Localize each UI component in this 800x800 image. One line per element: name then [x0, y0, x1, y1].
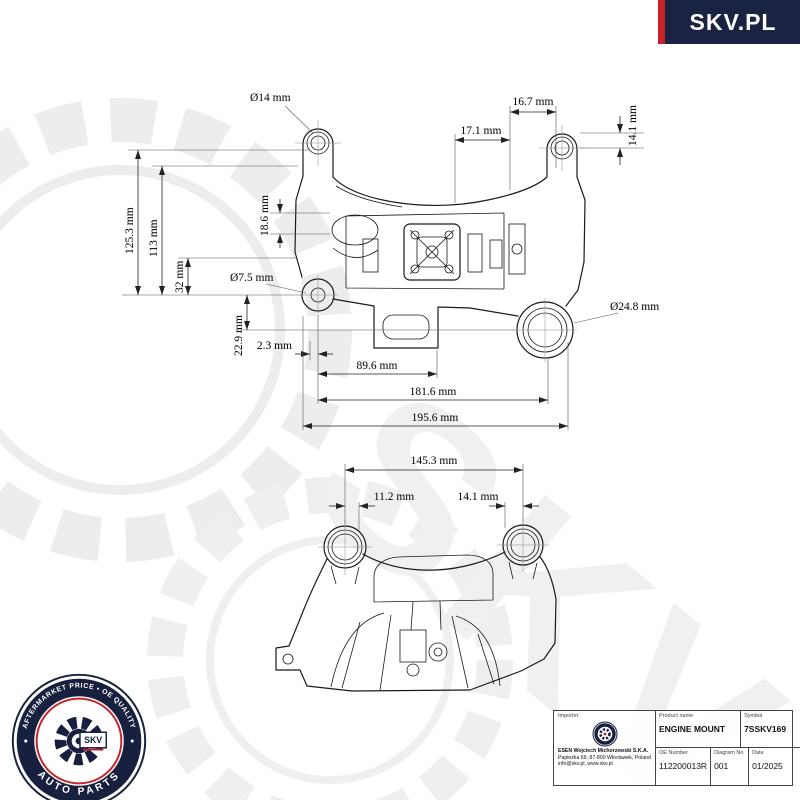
oe-number-value: 112200013R [659, 761, 708, 771]
dim-label-11-2: 11.2 mm [374, 491, 415, 503]
brand-logo-text: SKV.PL [689, 8, 777, 35]
dim-label-89-6: 89.6 mm [357, 360, 398, 372]
front-view: Ø14 mm 16.7 mm 14.1 mm 17.1 mm [122, 92, 659, 430]
date-cell: Date 01/2025 [748, 748, 800, 785]
dim-label-125-3: 125.3 mm [124, 207, 136, 254]
bottom-view: 145.3 mm 11.2 mm 14.1 mm [275, 455, 557, 692]
product-name-cell: Product name ENGINE MOUNT [656, 711, 740, 747]
dim-label-14-1: 14.1 mm [627, 105, 639, 146]
diagram-no-cell: Diagram No 001 [710, 748, 748, 785]
dim-label-22-9: 22.9 mm [233, 315, 245, 356]
bottom-view-centerlines [318, 519, 549, 575]
badge-separator-dot [130, 739, 134, 743]
importer-contact: info@skv.pl, www.skv.pl [558, 761, 613, 768]
front-view-part [294, 128, 586, 359]
skv-quality-badge: AFTERMARKET PRICE • OE QUALITY AUTO PART… [11, 673, 147, 800]
importer-company: ESEN Wojciech Michorzewski S.K.A. [558, 748, 649, 754]
date-value: 01/2025 [752, 761, 783, 771]
dim-label-16-7: 16.7 mm [513, 96, 554, 108]
diagram-no-label: Diagram No [714, 750, 744, 756]
dim-label-dia7-5: Ø7.5 mm [230, 272, 274, 284]
dim-label-195-6: 195.6 mm [412, 412, 459, 424]
dim-label-32: 32 mm [174, 261, 186, 293]
dim-label-18-6: 18.6 mm [259, 195, 271, 236]
oe-number-cell: OE Number 112200013R [656, 748, 710, 785]
dim-label-dia14: Ø14 mm [250, 92, 291, 104]
dim-label-14-1b: 14.1 mm [458, 491, 499, 503]
bottom-view-dimensions: 145.3 mm 11.2 mm 14.1 mm [329, 455, 539, 530]
badge-skv-label: SKV [79, 731, 107, 751]
importer-address: Papieżka 69, 87-800 Włocławek, Poland [558, 754, 651, 761]
date-label: Date [752, 750, 764, 756]
symbol-label: Symbol [744, 713, 763, 719]
product-name-label: Product name [659, 713, 694, 719]
watermark-gear-ring [206, 536, 454, 784]
front-view-dimensions: Ø14 mm 16.7 mm 14.1 mm 17.1 mm [122, 92, 659, 430]
title-block-fields: Product name ENGINE MOUNT Symbol 7SSKV16… [656, 711, 800, 785]
front-view-centerlines [295, 120, 585, 362]
symbol-value: 7SSKV169 [744, 724, 787, 734]
title-block: Importer ESEN Wojciech Michorzewski S.K.… [553, 710, 800, 786]
brand-header: SKV.PL [658, 0, 800, 44]
diagram-no-value: 001 [714, 761, 729, 771]
oe-number-label: OE Number [659, 750, 689, 756]
dim-label-145-3: 145.3 mm [411, 455, 458, 467]
dim-label-17-1: 17.1 mm [461, 125, 502, 137]
dim-label-dia24-8: Ø24.8 mm [610, 301, 659, 313]
dim-label-2-3: 2.3 mm [257, 340, 292, 352]
brand-red-stripe [658, 0, 665, 44]
badge-red-ring [35, 697, 123, 785]
dim-label-113: 113 mm [148, 219, 160, 257]
badge-separator-dot [24, 739, 28, 743]
importer-label: Importer [558, 713, 579, 719]
symbol-cell: Symbol 7SSKV169 [740, 711, 800, 747]
badge-skv-text: SKV [84, 735, 102, 745]
importer-logo-icon [592, 721, 617, 747]
importer-cell: Importer ESEN Wojciech Michorzewski S.K.… [554, 711, 656, 785]
product-name-value: ENGINE MOUNT [659, 724, 726, 734]
dim-label-181-6: 181.6 mm [410, 386, 457, 398]
